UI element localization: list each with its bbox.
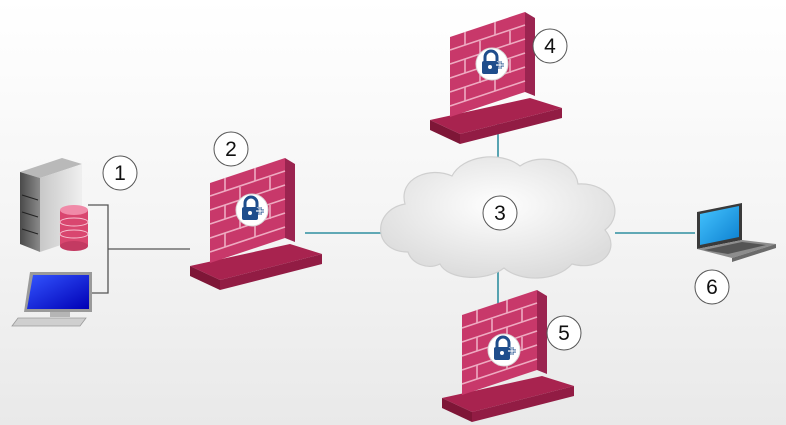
svg-text:6: 6 [706,276,718,299]
firewall-2-icon [189,157,323,291]
svg-text:4: 4 [544,35,556,58]
site-links [88,204,190,294]
label-5: 5 [546,315,582,351]
laptop-icon [697,203,776,262]
label-3: 3 [482,195,518,231]
svg-text:5: 5 [558,322,570,345]
svg-text:3: 3 [494,202,506,225]
database-icon [59,205,89,251]
label-4: 4 [532,28,568,64]
desktop-monitor-icon [11,272,92,327]
svg-text:1: 1 [114,162,126,185]
label-6: 6 [694,269,730,305]
label-2: 2 [213,131,249,167]
label-1: 1 [102,155,138,191]
firewall-5-icon [441,289,575,423]
svg-text:2: 2 [225,138,237,161]
